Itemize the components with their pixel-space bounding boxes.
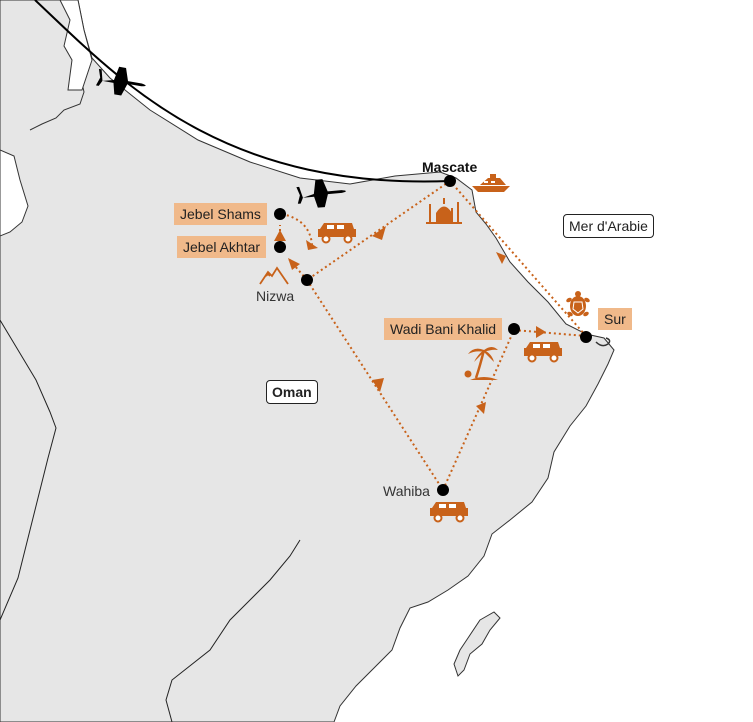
yacht-icon <box>472 174 510 192</box>
arrow-head <box>372 378 384 392</box>
label-mascate: Mascate <box>422 159 478 175</box>
jeep-icon <box>318 223 356 244</box>
route-arrows <box>274 226 546 414</box>
route-mascate-nizwa <box>306 180 451 281</box>
arrow-head <box>476 402 486 414</box>
place-dots <box>274 175 592 496</box>
route-nizwa-wahiba <box>306 279 444 491</box>
dot-wadi-bani-khalid <box>508 323 520 335</box>
arrow-head <box>288 258 300 270</box>
arrow-head <box>496 252 506 264</box>
mountain-icon <box>259 266 289 285</box>
coast-inlet-2 <box>0 149 29 237</box>
route-sur-mascate <box>449 180 587 337</box>
route-wahiba-wbk <box>442 329 515 491</box>
arrow-head <box>306 240 318 250</box>
coast-inlet <box>59 0 93 91</box>
label-sur: Sur <box>598 308 632 330</box>
airplane-icon <box>95 66 146 96</box>
label-wahiba: Wahiba <box>383 483 430 499</box>
jeep-icon <box>524 342 562 363</box>
dot-sur <box>580 331 592 343</box>
route-wbk-sur <box>513 329 587 337</box>
island <box>453 611 501 677</box>
label-nizwa: Nizwa <box>256 288 295 304</box>
arrow-head <box>274 230 286 241</box>
dot-jebel-akhtar <box>274 241 286 253</box>
arrow-head <box>372 226 386 240</box>
label-oman-region: Oman <box>266 380 318 404</box>
palm-tree-icon <box>464 347 498 380</box>
border-line-1 <box>0 319 57 621</box>
arrow-head <box>536 326 546 338</box>
label-jebel-shams: Jebel Shams <box>174 203 267 225</box>
coast-swirl <box>595 337 611 347</box>
label-sea: Mer d'Arabie <box>563 214 654 238</box>
dot-wahiba <box>437 484 449 496</box>
dot-nizwa <box>301 274 313 286</box>
jeep-icon <box>430 502 468 523</box>
mosque-icon <box>426 198 462 224</box>
turtle-icon <box>566 291 590 317</box>
airplane-icon <box>296 179 346 208</box>
label-wadi-bani-khalid: Wadi Bani Khalid <box>384 318 503 340</box>
border-line-2 <box>165 539 301 722</box>
dot-mascate <box>444 175 456 187</box>
dot-jebel-shams <box>274 208 286 220</box>
label-jebel-akhtar: Jebel Akhtar <box>177 236 267 258</box>
flight-path <box>34 0 451 183</box>
